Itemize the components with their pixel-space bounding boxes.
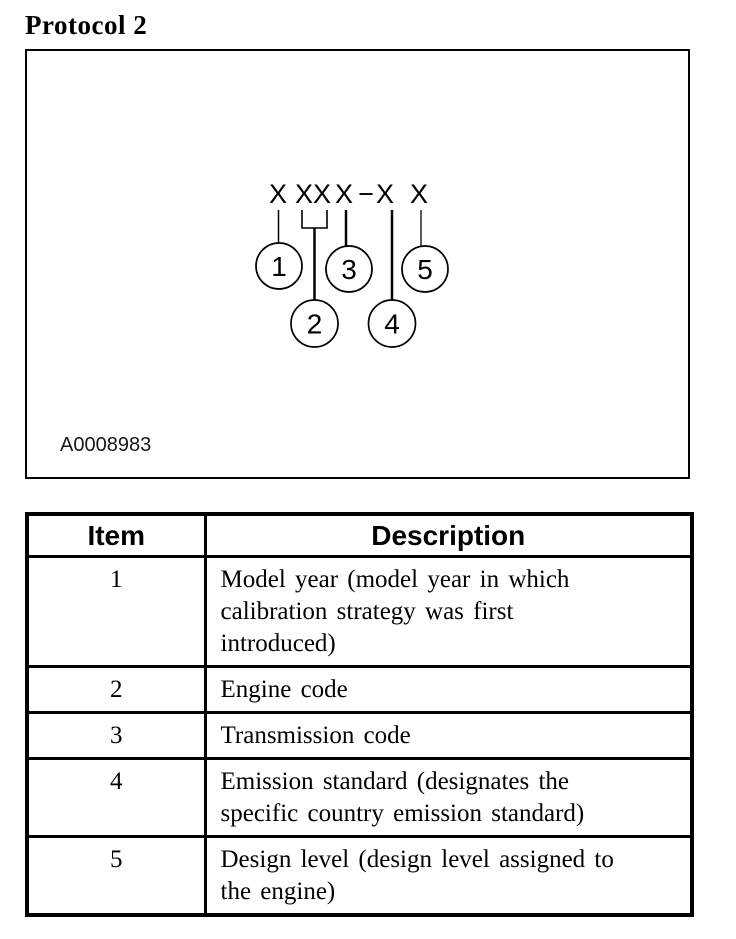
- item-number: 5: [25, 835, 207, 917]
- table-row: 4 Emission standard (designates the spec…: [25, 757, 694, 838]
- item-description: Emission standard (designates the specif…: [203, 757, 694, 838]
- callout-circle-4: [367, 299, 417, 348]
- callout-circle-5: [401, 245, 449, 293]
- callout-number-5: 5: [417, 254, 433, 285]
- table-row: 1 Model year (model year in which calibr…: [25, 555, 694, 668]
- callout-number-4: 4: [384, 309, 400, 340]
- item-description-table: Item Description 1 Model year (model yea…: [25, 512, 694, 917]
- description-column-header: Description: [203, 512, 694, 558]
- item-number: 2: [25, 665, 207, 714]
- item-description: Transmission code: [203, 711, 694, 760]
- item-number: 1: [25, 555, 207, 668]
- callout-circle-3: [325, 245, 373, 293]
- table-row: 3 Transmission code: [25, 711, 694, 760]
- manual-page: Protocol 2 X XX X − X X 1 2 3: [0, 11, 736, 939]
- callout-circle-1: [255, 242, 303, 290]
- code-char-6: X: [410, 179, 428, 209]
- item-description: Engine code: [203, 665, 694, 714]
- item-description: Model year (model year in which calibrat…: [203, 555, 694, 668]
- code-char-1: X: [269, 179, 287, 209]
- item-description: Design level (design level assigned to t…: [203, 835, 694, 917]
- table-row: 5 Design level (design level assigned to…: [25, 835, 694, 917]
- item-number: 3: [25, 711, 207, 760]
- callout-number-2: 2: [307, 309, 323, 340]
- item-number: 4: [25, 757, 207, 838]
- calibration-code-diagram: X XX X − X X 1 2 3 4 5 A0: [60, 179, 449, 456]
- leader-bracket-2: [301, 210, 328, 229]
- code-dash: −: [358, 179, 374, 209]
- code-chars-2-3: XX: [295, 179, 331, 209]
- callout-circle-2: [290, 299, 339, 348]
- calibration-code-figure: X XX X − X X 1 2 3 4 5 A0: [25, 49, 690, 479]
- callout-number-1: 1: [271, 251, 287, 282]
- item-column-header: Item: [25, 512, 207, 558]
- page-title: Protocol 2: [25, 10, 148, 40]
- figure-id-label: A0008983: [60, 434, 151, 456]
- table-row: 2 Engine code: [25, 665, 694, 714]
- code-char-4: X: [335, 179, 353, 209]
- code-char-5: X: [376, 179, 394, 209]
- table-header-row: Item Description: [25, 512, 694, 558]
- callout-number-3: 3: [341, 254, 357, 285]
